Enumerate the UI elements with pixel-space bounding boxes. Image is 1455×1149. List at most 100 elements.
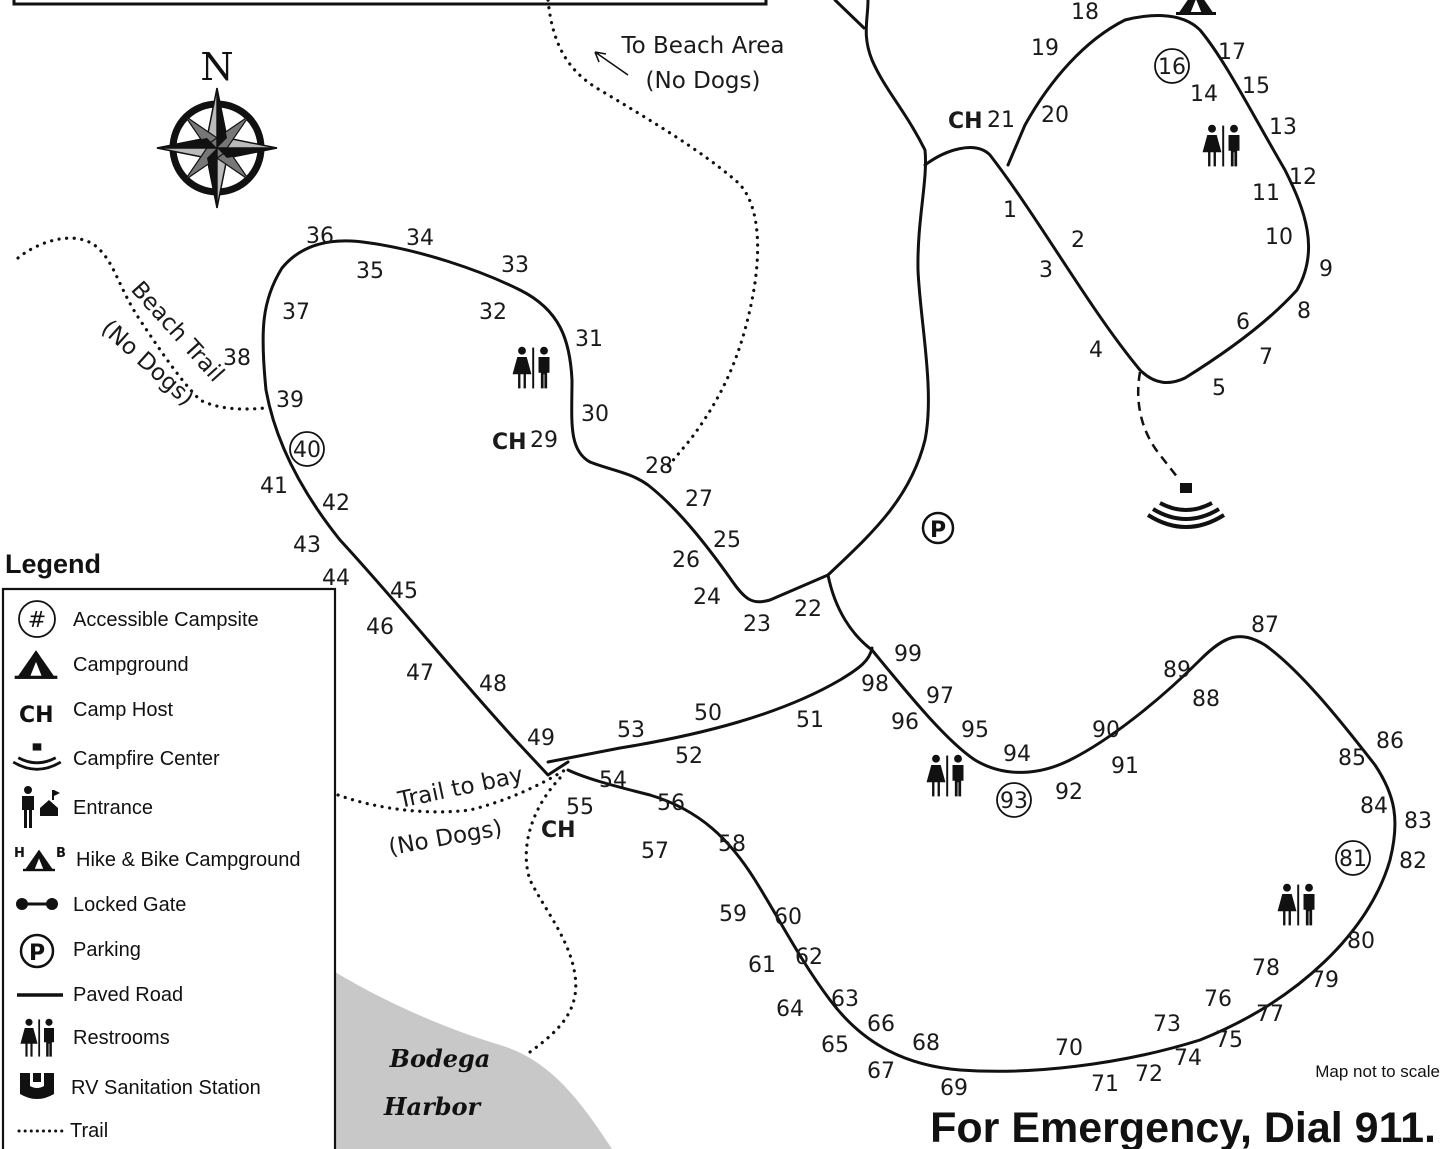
campsite-number: 26: [672, 548, 700, 573]
campsite-number: 35: [356, 259, 384, 284]
legend-label: Trail: [70, 1120, 108, 1142]
campsite-number: 62: [795, 945, 823, 970]
campsite-number: 97: [926, 684, 954, 709]
emergency-notice: For Emergency, Dial 911.: [930, 1104, 1436, 1149]
campsite-number: 50: [694, 701, 722, 726]
legend-label: Parking: [73, 939, 141, 961]
scale-note: Map not to scale: [1315, 1062, 1440, 1081]
road-main-spine: [826, 0, 930, 577]
legend-label: Paved Road: [73, 984, 183, 1006]
campsite-number: 85: [1338, 746, 1366, 771]
bay-trail-label-2: (No Dogs): [387, 815, 505, 861]
campsite-number: 65: [821, 1033, 849, 1058]
campsite-number: 9: [1319, 257, 1333, 282]
harbor-label-2: Harbor: [383, 1092, 483, 1121]
campsite-number: 88: [1192, 687, 1220, 712]
campsite-number: 56: [657, 791, 685, 816]
campsite-number: 32: [479, 300, 507, 325]
campsite-number: 39: [276, 388, 304, 413]
legend-label: Campground: [73, 654, 189, 676]
campsite-number: 74: [1174, 1046, 1202, 1071]
legend-restrooms: Restrooms: [20, 1018, 170, 1057]
campsite-number: 43: [293, 533, 321, 558]
entrance-icon: [22, 786, 60, 828]
campsite-number: 77: [1256, 1002, 1284, 1027]
campsite-number: 21: [987, 108, 1015, 133]
campsite-number: 20: [1041, 103, 1069, 128]
campsite-number: 70: [1055, 1036, 1083, 1061]
legend-paved-road: Paved Road: [17, 984, 183, 1006]
bodega-harbor-water: [335, 972, 612, 1149]
info-box-frame: [12, 0, 768, 6]
accessible-campsite-icon: [18, 600, 56, 638]
camp-host-label: CH: [541, 818, 576, 843]
campsite-number: 79: [1311, 968, 1339, 993]
campsite-number: 11: [1252, 181, 1280, 206]
legend-label: RV Sanitation Station: [71, 1077, 261, 1099]
legend-locked-gate: Locked Gate: [16, 894, 186, 916]
legend-label: Campfire Center: [73, 748, 220, 770]
campsite-number: 71: [1091, 1072, 1119, 1097]
campsite-number: 14: [1190, 82, 1218, 107]
campsite-number: 36: [306, 224, 334, 249]
svg-text:93: 93: [1000, 789, 1028, 814]
road-bay-connector: [546, 646, 874, 764]
bay-trail-label-1: Trail to bay: [395, 762, 526, 814]
campsite-number: 6: [1236, 310, 1250, 335]
campsite-number: 75: [1215, 1028, 1243, 1053]
legend-parking: P Parking: [19, 933, 141, 969]
campsite-number: 66: [867, 1012, 895, 1037]
campsite-number: 18: [1071, 0, 1099, 25]
campsite-number: 10: [1265, 225, 1293, 250]
campsite-number: 94: [1003, 742, 1031, 767]
trail-to-harbor: [524, 776, 578, 1054]
campsite-number: 69: [940, 1076, 968, 1101]
campsite-number: 23: [743, 612, 771, 637]
parking-icon: P: [19, 933, 55, 969]
campsite-number: 80: [1347, 929, 1375, 954]
campsite-number: 48: [479, 672, 507, 697]
campsite-number: 42: [322, 491, 350, 516]
campsite-number: 72: [1135, 1062, 1163, 1087]
camp-host-label: CH: [492, 430, 527, 455]
campsite-number: 38: [223, 346, 251, 371]
campsite-number: 60: [774, 905, 802, 930]
campfire-center-icon: [12, 743, 62, 771]
campsite-number: 89: [1163, 658, 1191, 683]
svg-text:16: 16: [1158, 55, 1186, 80]
campsite-number: 7: [1259, 345, 1273, 370]
legend-frame: [1, 587, 337, 1149]
campsite-number: 53: [617, 718, 645, 743]
harbor-label-1: Bodega: [389, 1044, 491, 1073]
legend-hike-bike: H B Hike & Bike Campground: [14, 846, 301, 872]
compass-rose-icon: [156, 87, 278, 209]
campsite-number: 1: [1003, 198, 1017, 223]
campsite-number: 61: [748, 953, 776, 978]
hike-bike-icon: [1176, 0, 1216, 15]
accessible-campsite-40: 40: [289, 431, 325, 467]
campsite-number: 8: [1297, 299, 1311, 324]
beach-trail: [16, 236, 267, 411]
campsite-number: 86: [1376, 729, 1404, 754]
campsite-number: 95: [961, 718, 989, 743]
campsite-number: 15: [1242, 74, 1270, 99]
legend-rv-sanitation: RV Sanitation Station: [20, 1073, 261, 1099]
campsite-number: 12: [1289, 165, 1317, 190]
campsite-number: 59: [719, 902, 747, 927]
campsite-number: 47: [406, 661, 434, 686]
legend-label: Camp Host: [73, 699, 173, 721]
campsite-number: 19: [1031, 36, 1059, 61]
camp-host-icon: CH: [19, 703, 54, 728]
restrooms-icon: [926, 754, 964, 797]
campground-icon: [14, 650, 58, 679]
campsite-number: 73: [1153, 1012, 1181, 1037]
legend-label: Accessible Campsite: [73, 609, 259, 631]
campsite-number: 63: [831, 987, 859, 1012]
campsite-number: 45: [390, 579, 418, 604]
campsite-number: 49: [527, 726, 555, 751]
beach-area-trail-label-1: To Beach Area: [620, 33, 784, 59]
campsite-number: 55: [566, 795, 594, 820]
svg-text:P: P: [29, 941, 45, 966]
svg-text:81: 81: [1339, 847, 1367, 872]
campsite-number: 29: [530, 428, 558, 453]
